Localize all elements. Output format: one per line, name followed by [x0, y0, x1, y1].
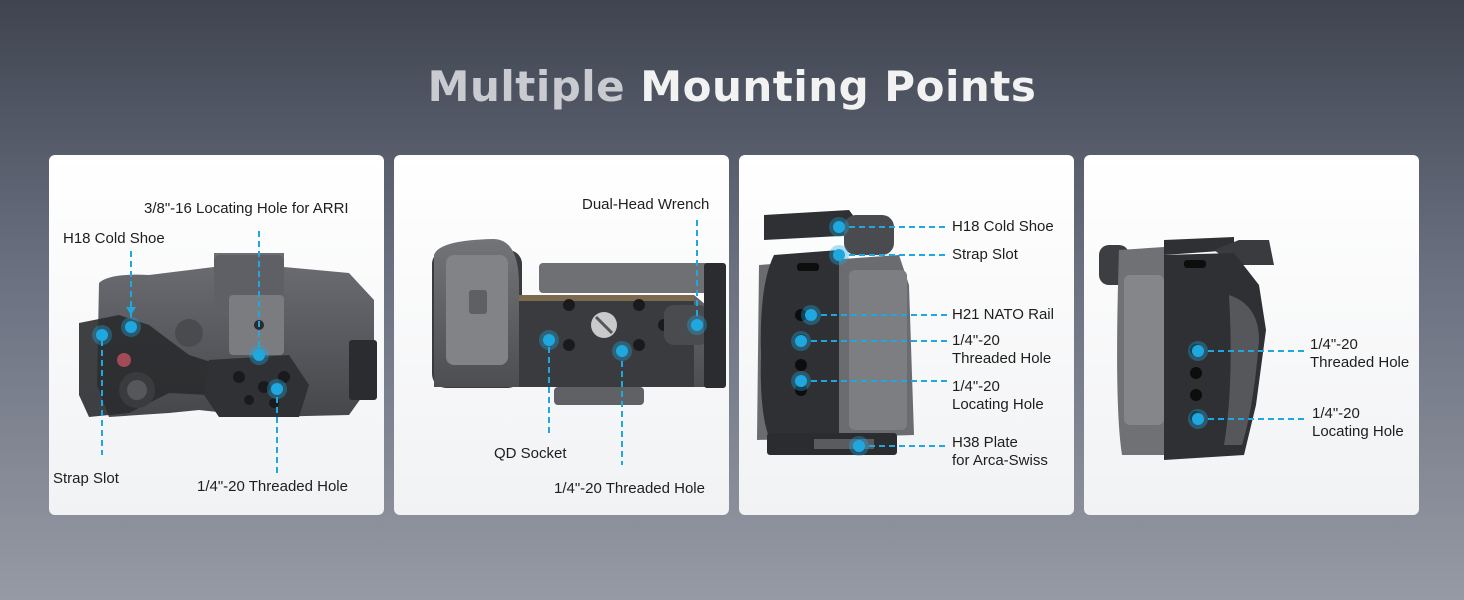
label-threaded-hole: 1/4"-20 Threaded Hole	[197, 478, 348, 495]
label-dual-head-wrench: Dual-Head Wrench	[582, 196, 710, 213]
label-threaded-hole: 1/4"-20 Threaded Hole	[952, 332, 1051, 368]
panel-top-view: H18 Cold Shoe 3/8"-16 Locating Hole for …	[49, 155, 384, 515]
label-strap-slot: Strap Slot	[952, 246, 1018, 263]
camera-bottom-view-illustration	[432, 220, 726, 465]
panel-bottom-view: Dual-Head Wrench QD Socket 1/4"-20 Threa…	[394, 155, 729, 515]
label-threaded-hole-line1: 1/4"-20	[952, 332, 1000, 349]
label-locating-hole: 1/4"-20 Locating Hole	[1312, 405, 1404, 441]
label-arri-locating-hole: 3/8"-16 Locating Hole for ARRI	[144, 200, 349, 217]
camera-left-side-illustration	[757, 210, 947, 456]
label-locating-hole-line1: 1/4"-20	[1312, 405, 1360, 422]
label-threaded-hole-line2: Threaded Hole	[952, 350, 1052, 367]
label-locating-hole-line1: 1/4"-20	[952, 378, 1000, 395]
title-part1: Multiple	[427, 62, 626, 111]
label-h18-cold-shoe: H18 Cold Shoe	[63, 230, 165, 247]
panel-right-side-view: 1/4"-20 Threaded Hole 1/4"-20 Locating H…	[1084, 155, 1419, 515]
label-h21-nato-rail: H21 NATO Rail	[952, 306, 1054, 323]
label-threaded-hole: 1/4"-20 Threaded Hole	[1310, 336, 1409, 372]
label-qd-socket: QD Socket	[494, 445, 567, 462]
label-h18-cold-shoe: H18 Cold Shoe	[952, 218, 1054, 235]
title-part2: Mounting Points	[640, 62, 1037, 111]
label-h38-plate-line2: for Arca-Swiss	[952, 452, 1048, 469]
label-strap-slot: Strap Slot	[53, 470, 119, 487]
page-title: Multiple Mounting Points	[0, 62, 1464, 111]
camera-right-side-illustration	[1099, 237, 1306, 460]
panel-left-side-view: H18 Cold Shoe Strap Slot H21 NATO Rail 1…	[739, 155, 1074, 515]
camera-top-view-illustration	[79, 231, 377, 473]
label-threaded-hole: 1/4"-20 Threaded Hole	[554, 480, 705, 497]
label-h38-plate: H38 Plate for Arca-Swiss	[952, 434, 1048, 470]
label-locating-hole-line2: Locating Hole	[952, 396, 1044, 413]
label-h38-plate-line1: H38 Plate	[952, 434, 1018, 451]
label-locating-hole-line2: Locating Hole	[1312, 423, 1404, 440]
label-locating-hole: 1/4"-20 Locating Hole	[952, 378, 1044, 414]
label-threaded-hole-line1: 1/4"-20	[1310, 336, 1358, 353]
label-threaded-hole-line2: Threaded Hole	[1310, 354, 1410, 371]
